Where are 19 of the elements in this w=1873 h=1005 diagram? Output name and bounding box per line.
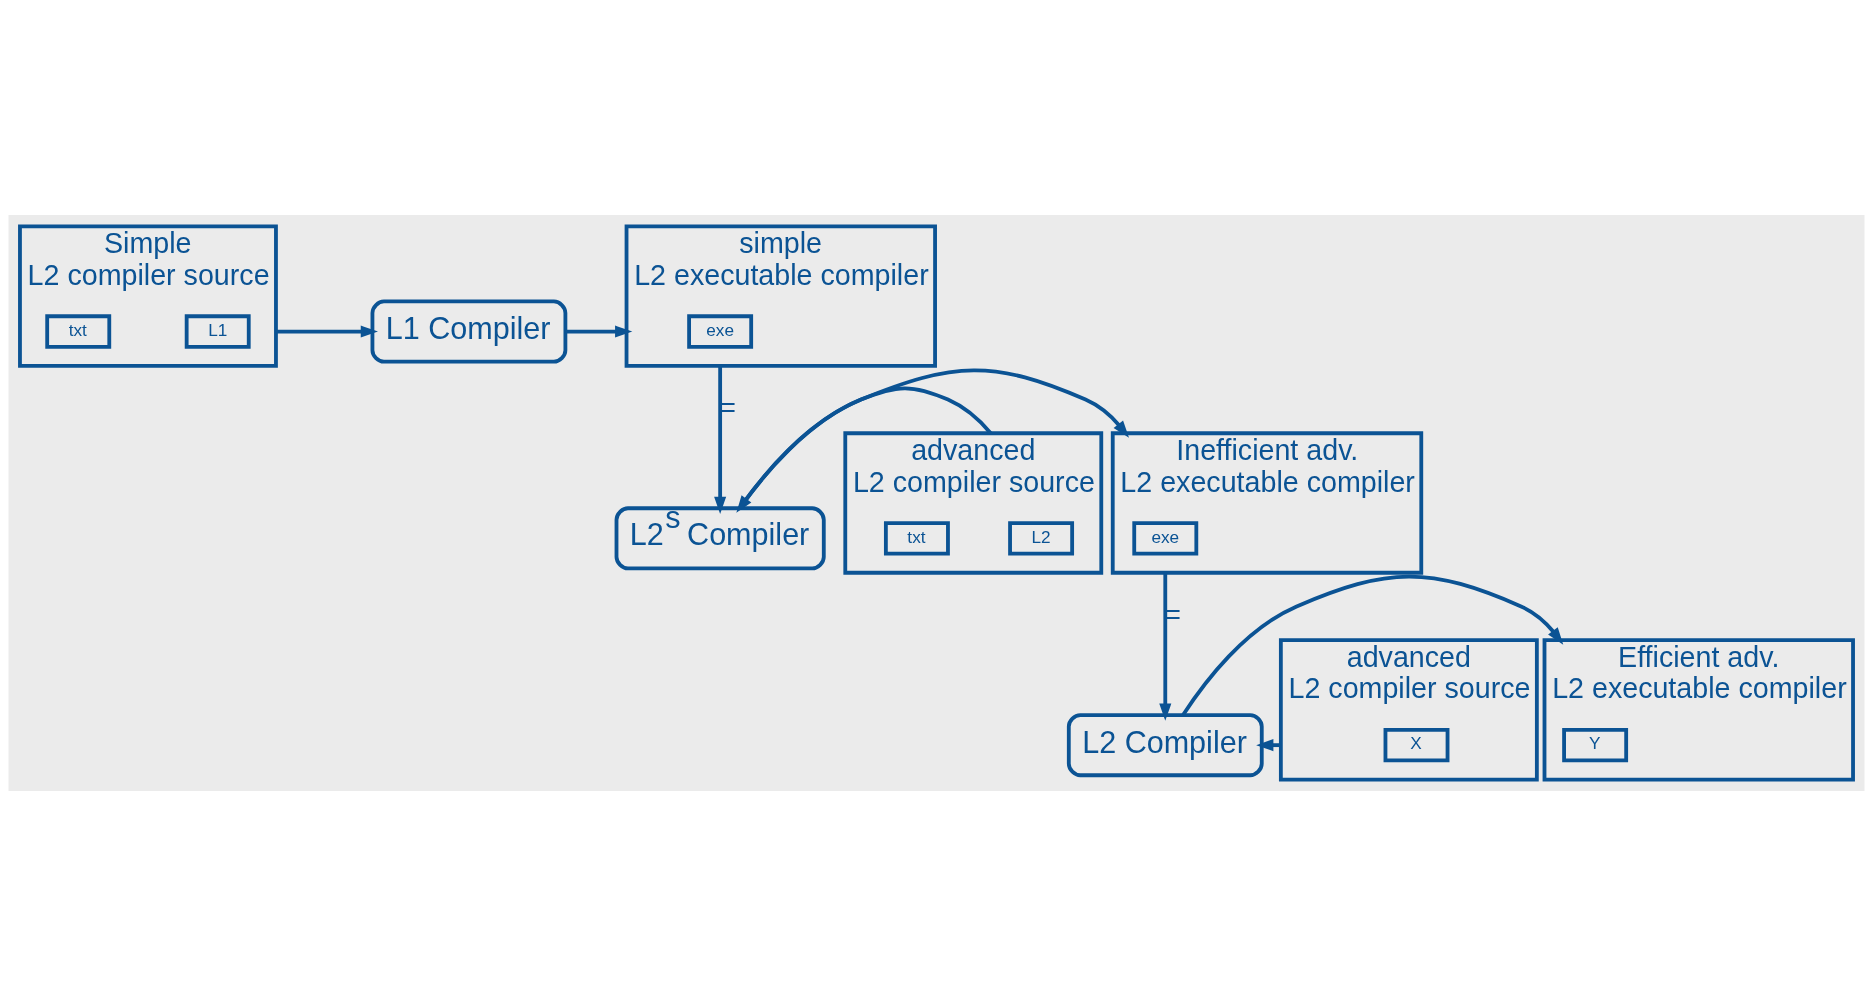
node-box: exe (1132, 520, 1199, 556)
node-box: L1 Compiler (370, 299, 568, 364)
node-box: txt (45, 313, 112, 349)
node-box: exe (687, 313, 754, 349)
edge-label: = (1165, 599, 1181, 630)
arrow (565, 325, 633, 338)
arrow (1256, 738, 1281, 751)
node-box: L1 (184, 313, 251, 349)
node-box: L2 (1008, 520, 1075, 556)
arrow (275, 325, 378, 338)
node-box: L2 Compiler (1066, 712, 1264, 777)
node-box: Y (1562, 727, 1629, 762)
node-box: txt (883, 520, 950, 556)
arrow (714, 365, 727, 514)
arrow (1181, 574, 1564, 716)
arrow (1159, 572, 1172, 721)
edge-label: = (720, 392, 736, 423)
node-box: X (1383, 727, 1450, 762)
arrow (738, 368, 1129, 509)
